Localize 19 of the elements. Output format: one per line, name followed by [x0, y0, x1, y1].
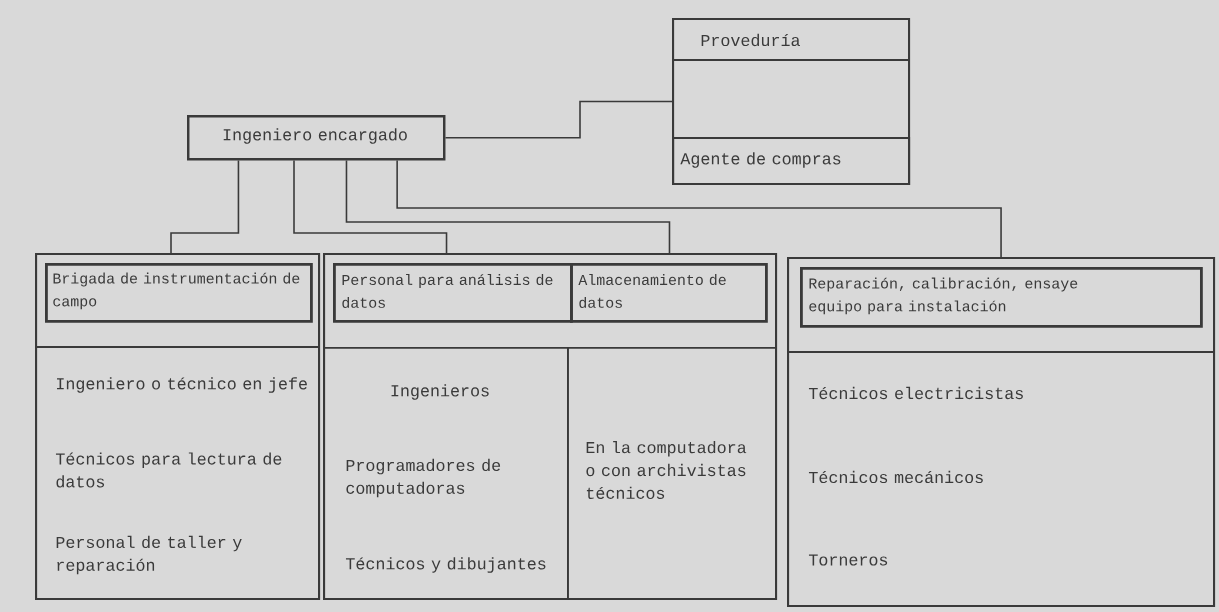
- connector-line: [444, 100, 673, 139]
- connector-line: [170, 159, 240, 254]
- connector-line: [345, 159, 671, 254]
- node-label: Torneros: [808, 554, 888, 566]
- role-box: Agente de compras: [672, 137, 911, 186]
- staff-cell: En la computadora o con archivistas técnicos: [567, 347, 777, 600]
- node-label: Técnicos mecánicos: [808, 470, 983, 484]
- team-heading-box: Reparación, calibración, ensaye equipo para instalación: [800, 267, 1203, 328]
- connector-line: [396, 159, 1002, 258]
- node-label: Técnicos electricistas: [808, 386, 1023, 400]
- team-heading-box: Brigada de instrumentación de campo: [45, 263, 313, 323]
- role-box: Ingeniero encargado: [187, 115, 446, 161]
- staff-cell: Ingenieros Programadores de computadoras Técnicos y dibujantes: [323, 347, 569, 600]
- node-label: Personal de taller y reparación: [56, 535, 242, 575]
- node-label: Ingeniero o técnico en jefe: [57, 377, 307, 393]
- connector-line: [293, 159, 448, 254]
- team-heading-box: Almacenamiento de datos: [570, 263, 768, 323]
- node-label: Técnicos para lectura de datos: [55, 452, 282, 488]
- team-heading-box: Personal para análisis de datos: [333, 263, 573, 323]
